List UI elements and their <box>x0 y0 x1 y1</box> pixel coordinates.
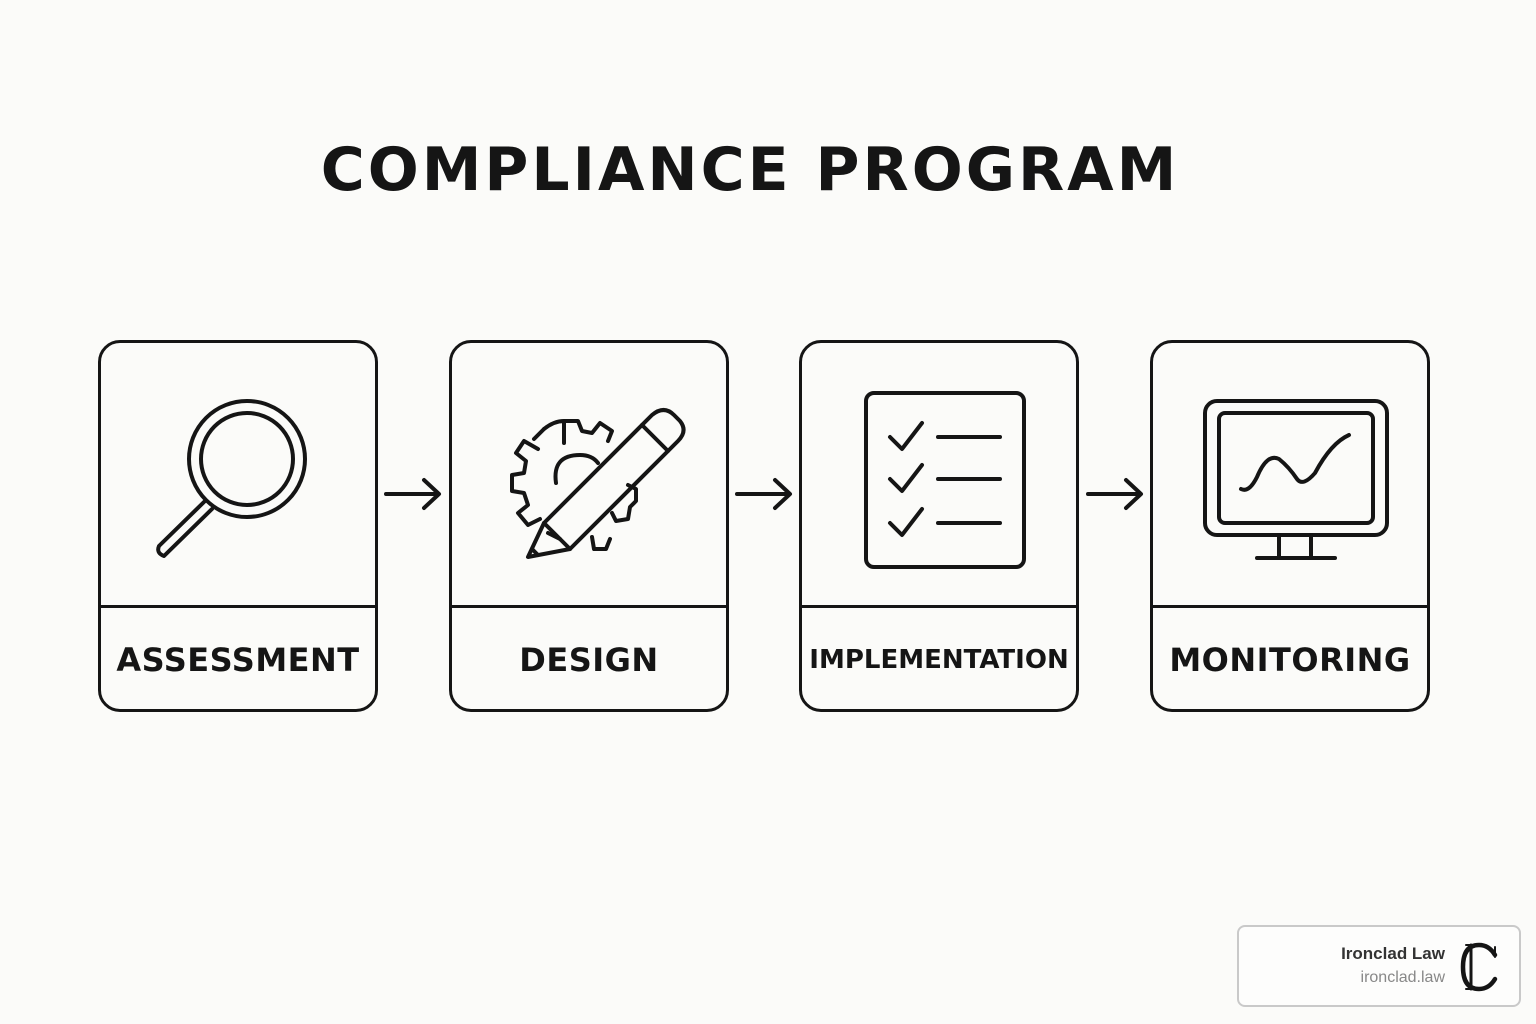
step-card-design: DESIGN <box>449 340 729 712</box>
step-label-design: DESIGN <box>519 641 659 679</box>
arrow-right-icon <box>1086 478 1143 510</box>
diagram-title: COMPLIANCE PROGRAM <box>320 135 1180 205</box>
card-divider <box>802 605 1076 608</box>
step-card-monitoring: MONITORING <box>1150 340 1430 712</box>
watermark-name: Ironclad Law <box>1341 944 1445 963</box>
arrow-right-icon <box>384 478 441 510</box>
step-card-assessment: ASSESSMENT <box>98 340 378 712</box>
monitor-chart-icon <box>1153 343 1427 607</box>
ic-monogram-logo <box>1460 942 1498 992</box>
gear-pencil-icon <box>452 343 726 607</box>
step-card-implementation: IMPLEMENTATION <box>799 340 1079 712</box>
watermark-badge: Ironclad Law ironclad.law <box>1237 925 1521 1007</box>
arrow-right-icon <box>735 478 792 510</box>
magnifying-glass-icon <box>101 343 375 607</box>
checklist-icon <box>802 343 1076 607</box>
step-label-assessment: ASSESSMENT <box>116 641 360 679</box>
step-label-monitoring: MONITORING <box>1169 641 1411 679</box>
card-divider <box>101 605 375 608</box>
watermark-url: ironclad.law <box>1360 969 1445 986</box>
card-divider <box>452 605 726 608</box>
card-divider <box>1153 605 1427 608</box>
step-label-implementation: IMPLEMENTATION <box>809 645 1069 675</box>
